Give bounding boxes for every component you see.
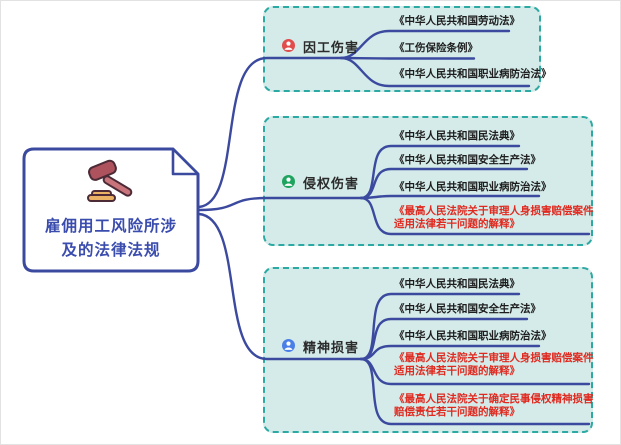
law-leaf-judicial-interpretation[interactable]: 《最高人民法院关于审理人身损害赔偿案件适用法律若干问题的解释》: [394, 205, 594, 230]
law-leaf[interactable]: 《中华人民共和国职业病防治法》: [394, 330, 552, 342]
central-topic-line2: 及的法律法规: [61, 242, 161, 259]
law-leaf-judicial-interpretation[interactable]: 《最高人民法院关于确定民事侵权精神损害赔偿责任若干问题的解释》: [394, 393, 594, 418]
law-leaf[interactable]: 《中华人民共和国民法典》: [394, 278, 520, 290]
law-leaf[interactable]: 《中华人民共和国职业病防治法》: [394, 68, 552, 80]
law-leaf[interactable]: 《工伤保险条例》: [394, 42, 478, 54]
law-leaf[interactable]: 《中华人民共和国安全生产法》: [394, 154, 541, 166]
law-leaf[interactable]: 《中华人民共和国安全生产法》: [394, 303, 541, 315]
law-leaf[interactable]: 《中华人民共和国民法典》: [394, 130, 520, 142]
person-badge-icon: [282, 339, 295, 352]
branch-topic-work-injury[interactable]: 因工伤害: [303, 40, 360, 55]
gavel-icon: [87, 159, 133, 202]
law-leaf[interactable]: 《中华人民共和国职业病防治法》: [394, 181, 552, 193]
person-badge-icon: [282, 175, 295, 188]
central-topic[interactable]: 雇佣用工风险所涉 及的法律法规: [24, 215, 198, 263]
folded-corner: [171, 147, 200, 176]
branch-topic-mental-damage[interactable]: 精神损害: [303, 340, 360, 355]
law-leaf-judicial-interpretation[interactable]: 《最高人民法院关于审理人身损害赔偿案件适用法律若干问题的解释》: [394, 352, 594, 377]
law-leaf[interactable]: 《中华人民共和国劳动法》: [394, 15, 520, 27]
central-topic-line1: 雇佣用工风险所涉: [44, 218, 177, 235]
person-badge-icon: [282, 39, 295, 52]
branch-topic-tort-injury[interactable]: 侵权伤害: [303, 176, 360, 191]
